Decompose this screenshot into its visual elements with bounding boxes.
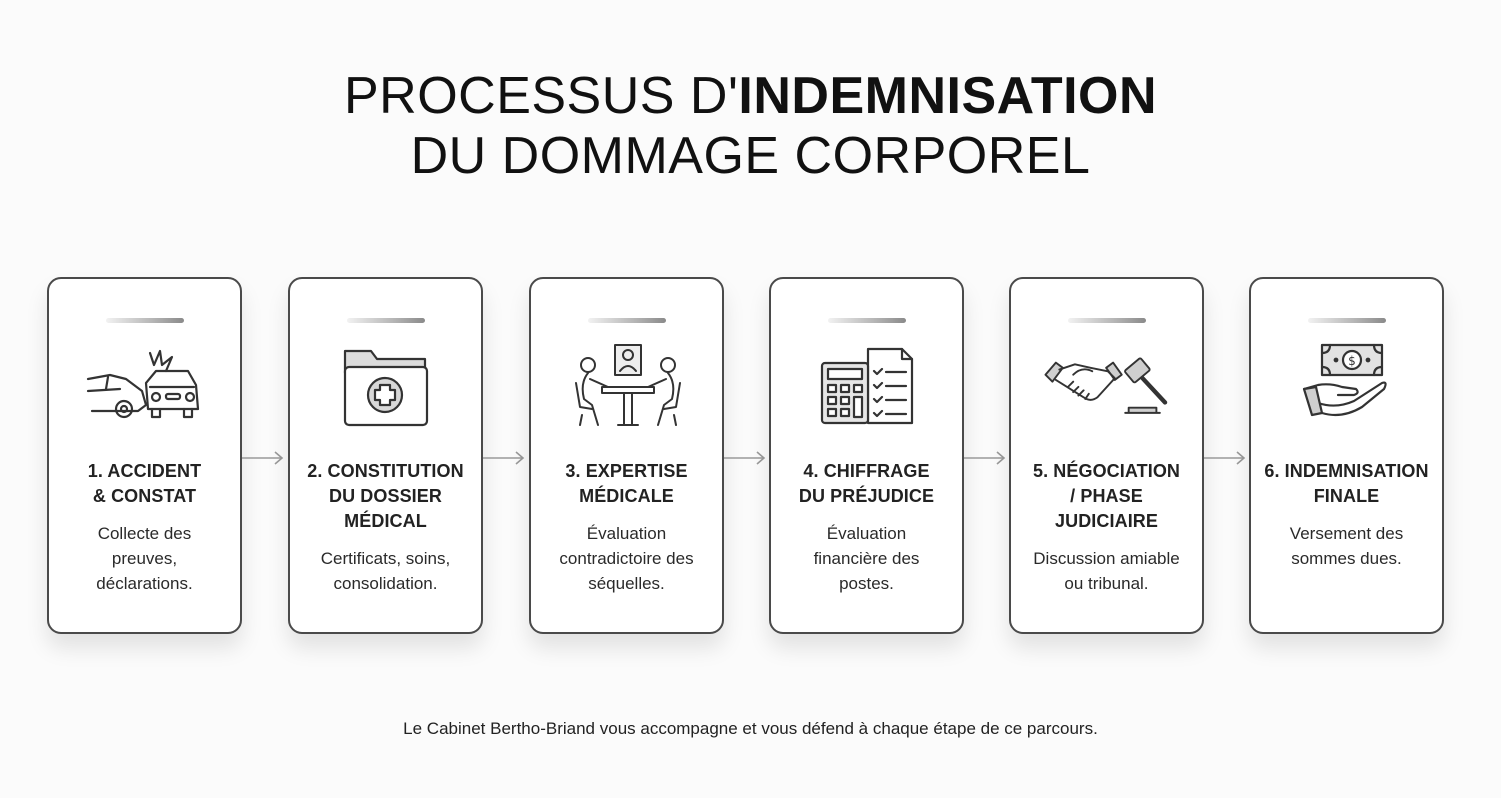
card-accent-bar <box>1067 318 1146 323</box>
step-card-6: $ 6. INDEMNISATION FINALE Versement des … <box>1249 277 1444 634</box>
step-title: 5. NÉGOCIATION / PHASE JUDICIAIRE <box>1032 461 1181 531</box>
footer-tagline: Le Cabinet Bertho-Briand vous accompagne… <box>403 719 1098 738</box>
money-hand-icon: $ <box>1282 343 1412 429</box>
step-title: 1. ACCIDENT & CONSTAT <box>87 461 202 506</box>
title-line-2: DU DOMMAGE CORPOREL <box>410 127 1091 185</box>
car-crash-icon <box>80 343 210 429</box>
card-accent-bar <box>105 318 184 323</box>
arrow-right-icon <box>964 451 1006 465</box>
step-description: Versement des sommes dues. <box>1289 524 1404 568</box>
arrow-right-icon <box>483 451 525 465</box>
calculator-checklist-icon <box>802 343 932 429</box>
page-title: PROCESSUS D'INDEMNISATION DU DOMMAGE COR… <box>0 66 1501 186</box>
step-title: 2. CONSTITUTION DU DOSSIER MÉDICAL <box>307 461 464 531</box>
step-title: 6. INDEMNISATION FINALE <box>1264 461 1429 506</box>
step-description: Collecte des preuves, déclarations. <box>96 524 193 593</box>
card-accent-bar <box>1307 318 1386 323</box>
step-title: 3. EXPERTISE MÉDICALE <box>565 461 688 506</box>
card-accent-bar <box>827 318 906 323</box>
step-title: 4. CHIFFRAGE DU PRÉJUDICE <box>798 461 935 506</box>
step-description: Évaluation contradictoire des séquelles. <box>559 524 694 593</box>
medical-folder-icon <box>321 343 451 429</box>
title-line-1: PROCESSUS D'INDEMNISATION <box>343 67 1158 125</box>
medical-meeting-icon <box>562 343 692 429</box>
card-accent-bar <box>587 318 666 323</box>
svg-text:$: $ <box>1348 354 1356 368</box>
step-card-3: 3. EXPERTISE MÉDICALE Évaluation contrad… <box>529 277 724 634</box>
step-description: Évaluation financière des postes. <box>813 524 920 593</box>
step-card-4: 4. CHIFFRAGE DU PRÉJUDICE Évaluation fin… <box>769 277 964 634</box>
step-description: Discussion amiable ou tribunal. <box>1033 549 1180 593</box>
arrow-right-icon <box>242 451 284 465</box>
step-description: Certificats, soins, consolidation. <box>320 549 451 593</box>
step-card-1: 1. ACCIDENT & CONSTAT Collecte des preuv… <box>47 277 242 634</box>
arrow-right-icon <box>1204 451 1246 465</box>
handshake-gavel-icon <box>1042 343 1172 429</box>
arrow-right-icon <box>724 451 766 465</box>
step-card-2: 2. CONSTITUTION DU DOSSIER MÉDICAL Certi… <box>288 277 483 634</box>
card-accent-bar <box>346 318 425 323</box>
step-card-5: 5. NÉGOCIATION / PHASE JUDICIAIRE Discus… <box>1009 277 1204 634</box>
